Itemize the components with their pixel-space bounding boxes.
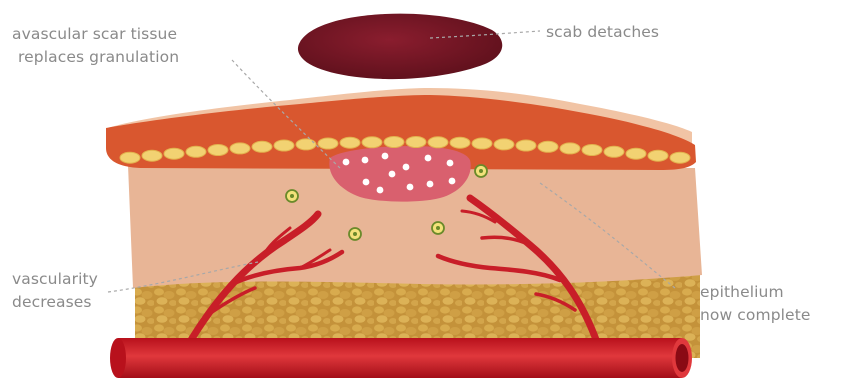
basal-cell (252, 141, 272, 152)
basal-cell (164, 148, 184, 159)
basal-cell (516, 140, 536, 151)
basal-cell (208, 145, 228, 156)
basal-cell (428, 137, 448, 148)
scab (298, 14, 502, 79)
basal-cell (318, 138, 338, 149)
label-epithelium-line1: epithelium (700, 283, 784, 301)
label-scar-line1: avascular scar tissue (12, 25, 177, 43)
main-blood-vessel (110, 338, 692, 378)
basal-cell (582, 145, 602, 156)
basal-cell (494, 139, 514, 150)
basal-cell (274, 140, 294, 151)
basal-cell (450, 137, 470, 148)
basal-cell (670, 152, 690, 163)
basal-cell (648, 150, 668, 161)
label-vascularity-line2: decreases (12, 293, 92, 311)
label-scar-line2: replaces granulation (18, 48, 179, 66)
basal-cell (560, 143, 580, 154)
basal-cell (120, 152, 140, 163)
basal-cell (626, 148, 646, 159)
label-epithelium-line2: now complete (700, 306, 811, 324)
label-vascularity-line1: vascularity (12, 270, 98, 288)
basal-cell (340, 137, 360, 148)
basal-cell (604, 146, 624, 157)
basal-cell (142, 150, 162, 161)
basal-cell (362, 137, 382, 148)
basal-cell (472, 138, 492, 149)
label-scab: scab detaches (546, 23, 659, 41)
basal-cell (230, 143, 250, 154)
basal-cell (538, 141, 558, 152)
basal-cell (296, 139, 316, 150)
basal-cell (186, 146, 206, 157)
basal-cell (406, 137, 426, 148)
basal-cell (384, 137, 404, 148)
